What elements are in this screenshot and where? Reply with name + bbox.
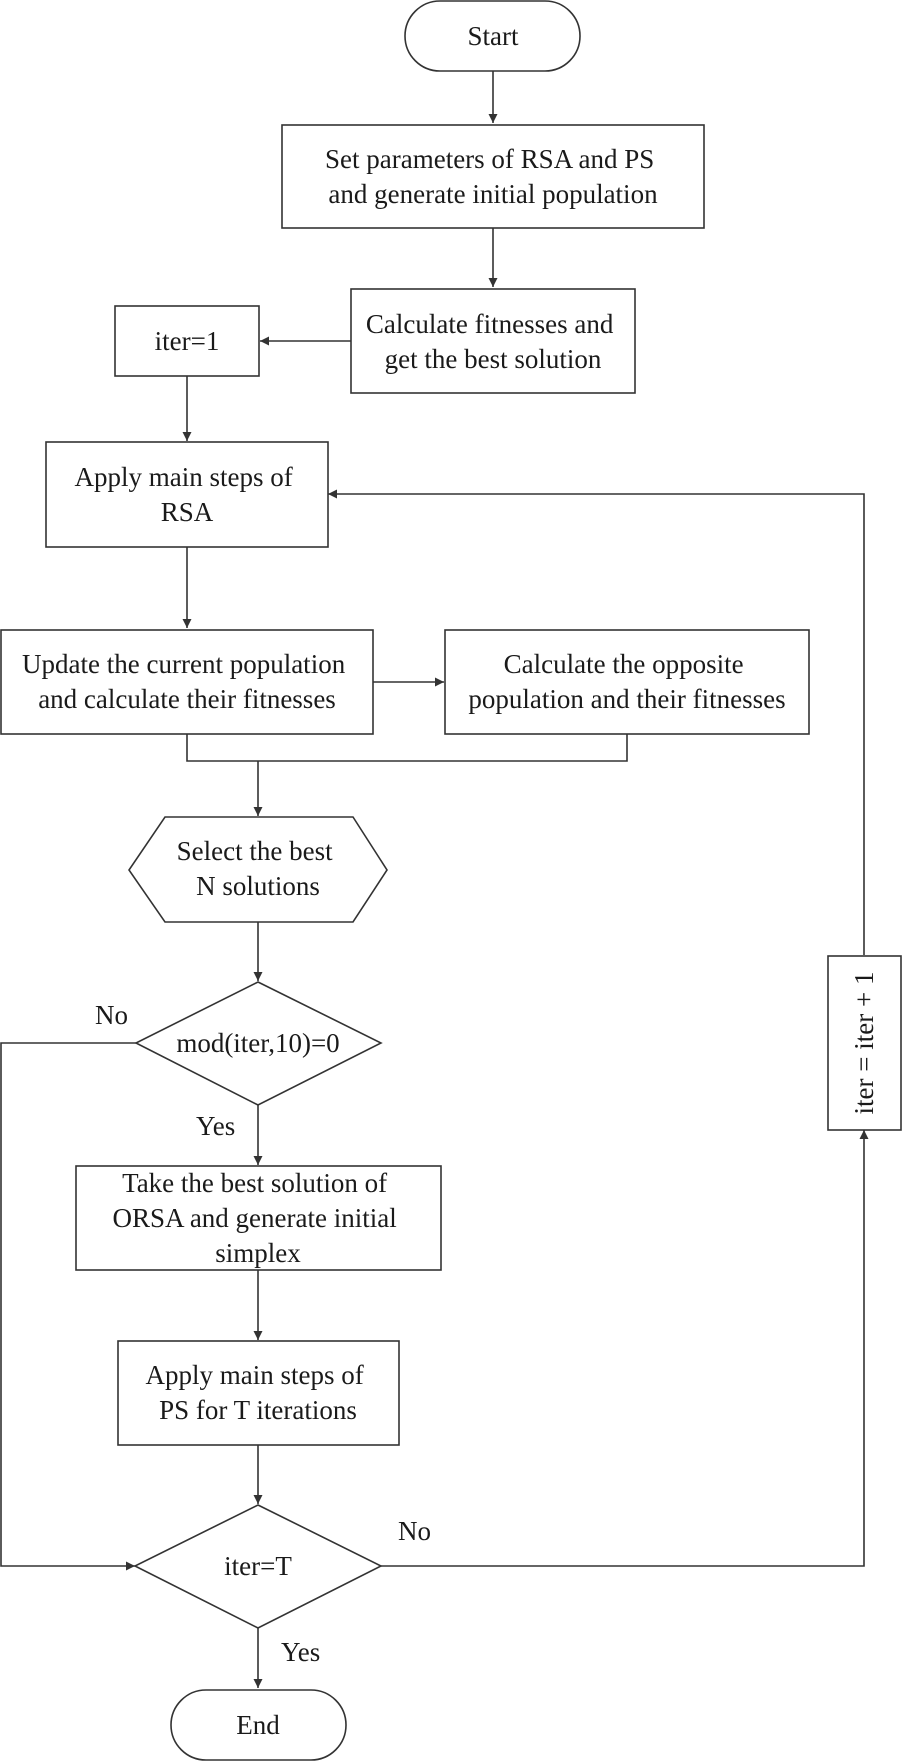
svg-text:Take the best solution of: Take the best solution of ORSA and gener…	[113, 1168, 404, 1268]
ps-label-line-1: Apply main steps of	[146, 1360, 364, 1390]
arrow-increment-to-rsa	[328, 489, 865, 955]
iter-init-box: iter=1	[114, 305, 260, 377]
mod-yes-label: Yes	[196, 1111, 235, 1141]
take-best-label-line-3: simplex	[215, 1238, 301, 1268]
svg-text:Calculate the opposite p: Calculate the opposite population and th…	[468, 649, 785, 714]
merge-line-update-opposite	[186, 734, 628, 762]
end-terminal: End	[170, 1689, 347, 1761]
fitness-label-line-1: Calculate fitnesses and	[366, 309, 614, 339]
ps-label-line-2: PS for T iterations	[159, 1395, 357, 1425]
ps-process-box: Apply main steps of PS for T iterations	[117, 1340, 400, 1446]
fitness-label-line-2: get the best solution	[385, 344, 602, 374]
svg-text:Apply main steps of PS f: Apply main steps of PS for T iterations	[146, 1360, 371, 1425]
update-population-box: Update the current population and calcul…	[0, 629, 374, 735]
take-best-label-line-2: ORSA and generate initial	[113, 1203, 397, 1233]
iter-increment-box: iter = iter + 1	[827, 955, 902, 1131]
end-label: End	[236, 1710, 280, 1740]
rsa-process-box: Apply main steps of RSA	[45, 441, 329, 548]
svg-text:Select the best N soluti: Select the best N solutions	[177, 836, 340, 901]
start-label: Start	[468, 21, 519, 51]
setup-process-box: Set parameters of RSA and PS and generat…	[281, 124, 705, 229]
opposite-label-line-1: Calculate the opposite	[504, 649, 744, 679]
setup-label-line-1: Set parameters of RSA and PS	[325, 144, 654, 174]
setup-label-line-2: and generate initial population	[328, 179, 658, 209]
mod-decision-diamond: mod(iter,10)=0	[134, 981, 383, 1106]
rsa-label-line-2: RSA	[161, 497, 214, 527]
mod-decision-label: mod(iter,10)=0	[176, 1028, 339, 1058]
connectors	[0, 71, 869, 1688]
svg-text:Update the current population: Update the current population and calcul…	[22, 649, 352, 714]
fitness-process-box: Calculate fitnesses and get the best sol…	[350, 288, 636, 394]
iter-init-label: iter=1	[155, 326, 220, 356]
select-best-hexagon: Select the best N solutions	[128, 816, 388, 923]
opposite-label-line-2: population and their fitnesses	[468, 684, 785, 714]
mod-no-label: No	[95, 1000, 128, 1030]
take-best-label-line-1: Take the best solution of	[122, 1168, 387, 1198]
arrow-iter-no-to-increment	[381, 1130, 869, 1567]
svg-text:Set parameters of RSA and PS: Set parameters of RSA and PS and generat…	[325, 144, 661, 209]
select-label-line-2: N solutions	[196, 871, 320, 901]
svg-text:Apply main steps of RSA: Apply main steps of RSA	[75, 462, 300, 527]
iter-increment-label: iter = iter + 1	[849, 972, 879, 1115]
rsa-label-line-1: Apply main steps of	[75, 462, 293, 492]
svg-text:Calculate fitnesses and: Calculate fitnesses and get the best sol…	[366, 309, 620, 374]
iter-yes-label: Yes	[281, 1637, 320, 1667]
iter-no-label: No	[398, 1516, 431, 1546]
take-best-box: Take the best solution of ORSA and gener…	[75, 1165, 442, 1271]
opposite-population-box: Calculate the opposite population and th…	[444, 629, 810, 735]
iter-decision-diamond: iter=T	[133, 1504, 383, 1629]
start-terminal: Start	[404, 0, 581, 72]
update-label-line-1: Update the current population	[22, 649, 346, 679]
select-label-line-1: Select the best	[177, 836, 333, 866]
update-label-line-2: and calculate their fitnesses	[38, 684, 336, 714]
arrow-mod-no-to-iter-check	[0, 1042, 136, 1571]
iter-decision-label: iter=T	[224, 1551, 292, 1581]
